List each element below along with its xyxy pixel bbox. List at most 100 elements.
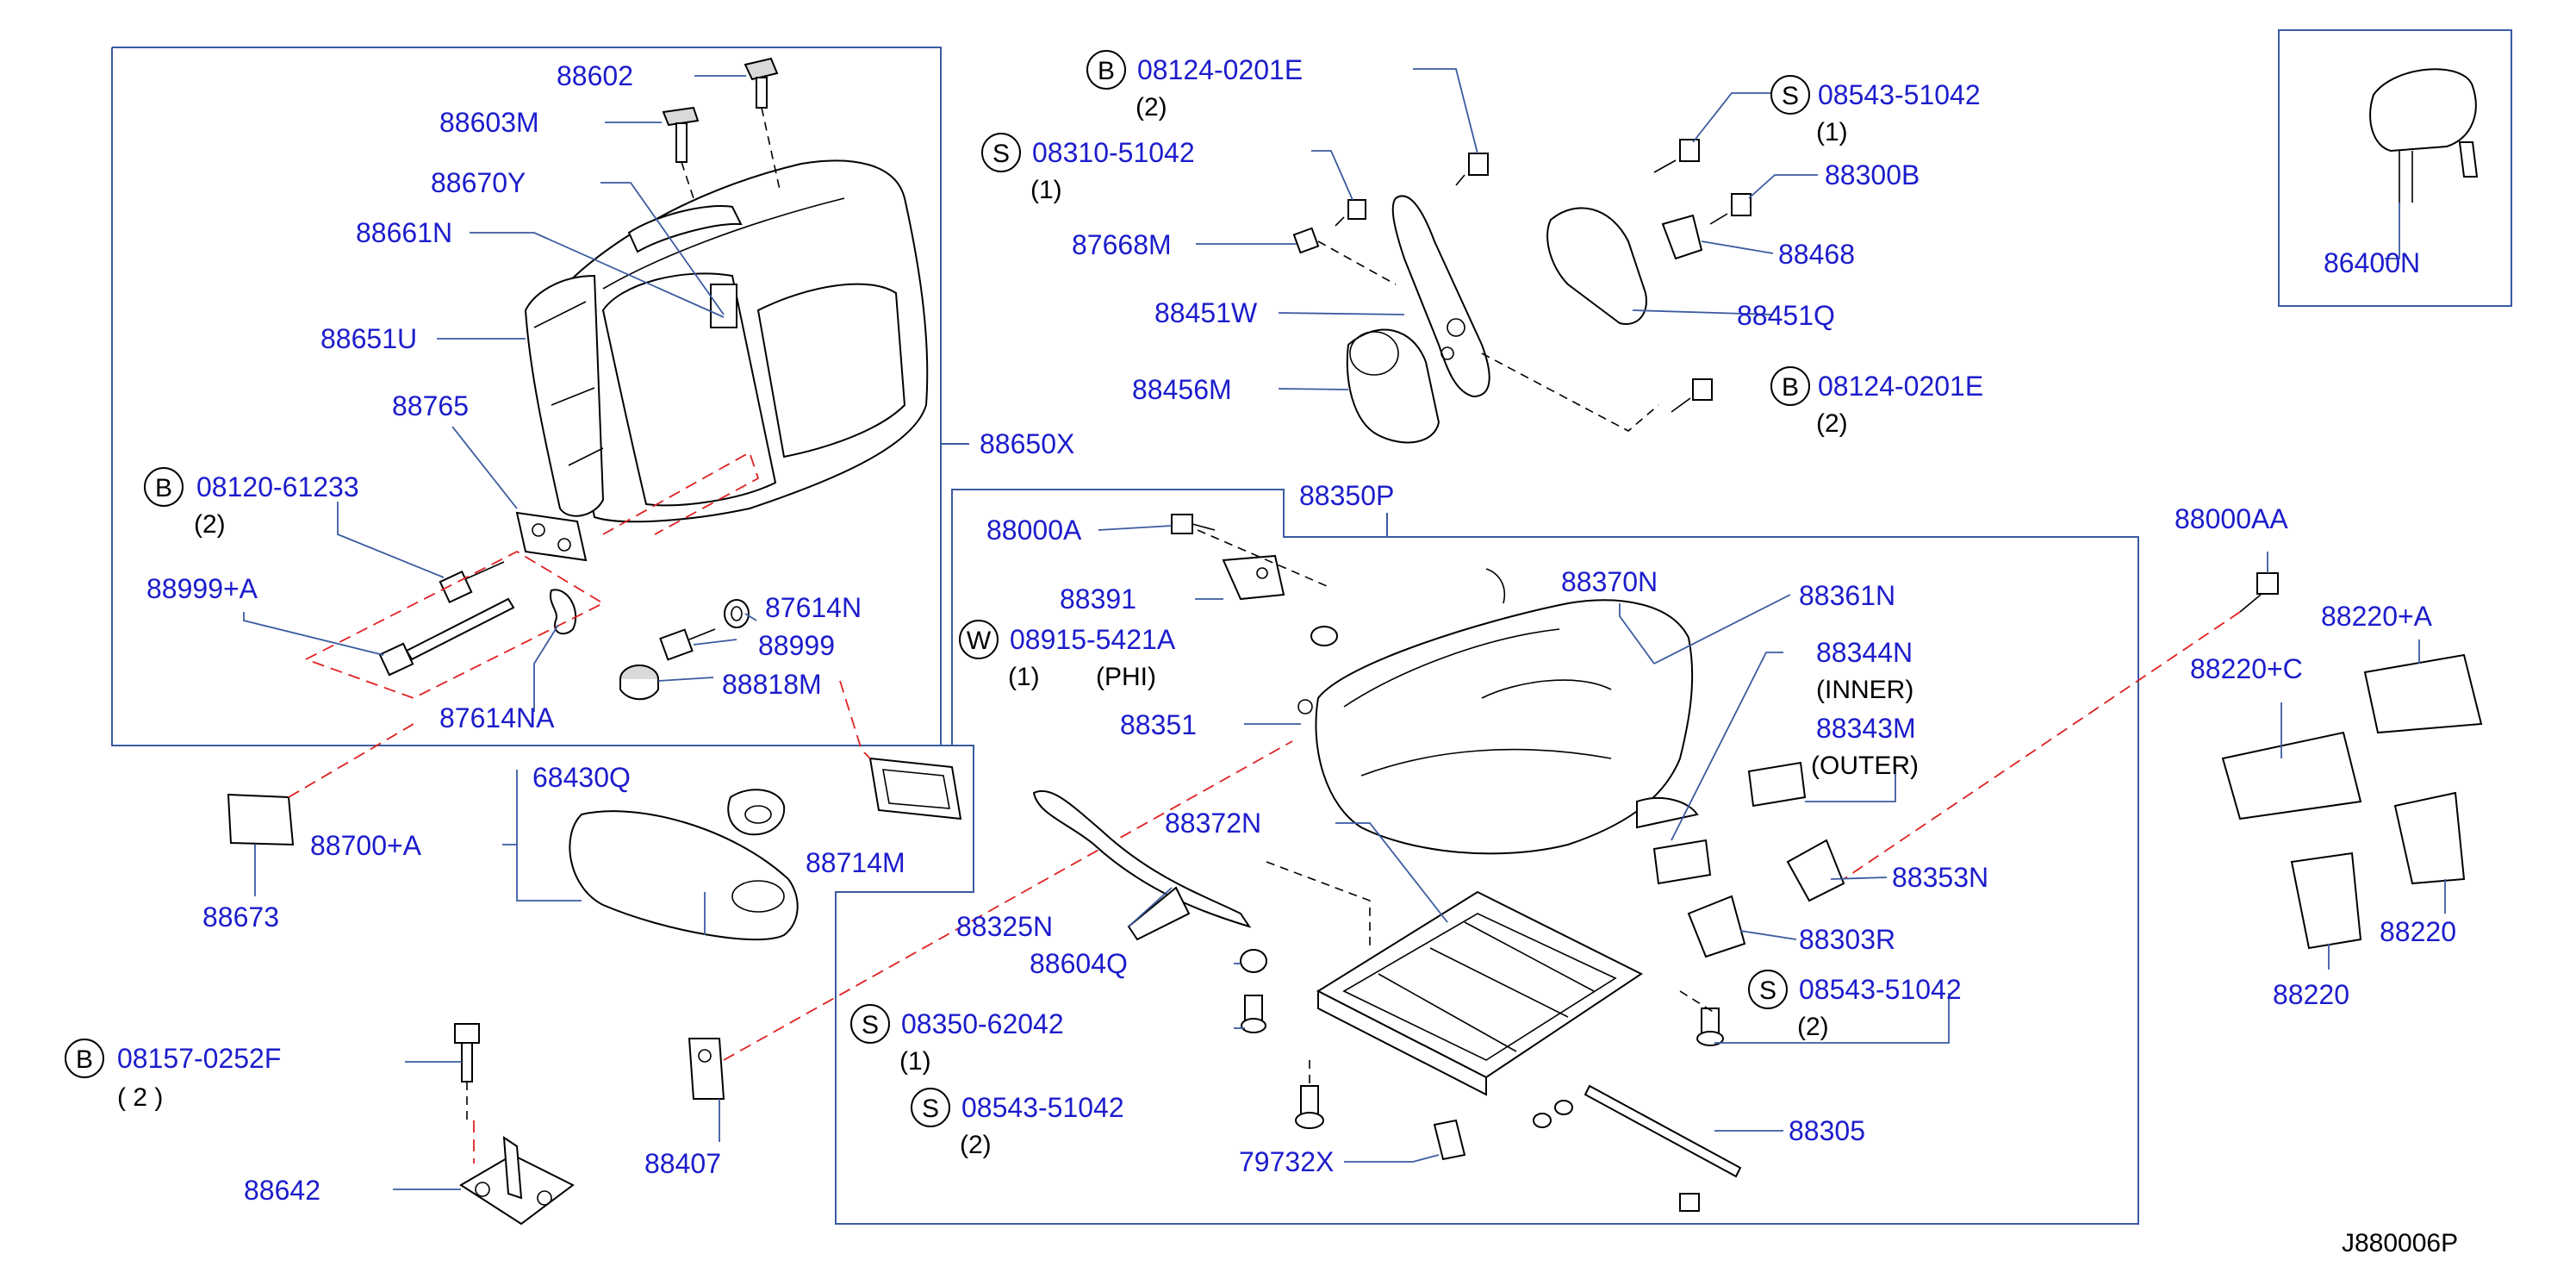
label-68430Q[interactable]: 68430Q (532, 762, 631, 793)
label-88370N[interactable]: 88370N (1561, 566, 1658, 597)
label-88325N[interactable]: 88325N (956, 911, 1053, 942)
label-86400N[interactable]: 86400N (2324, 247, 2420, 278)
block-88344N (1652, 839, 1712, 885)
armrest-68430Q (569, 810, 799, 941)
qty-08915: (1) (1008, 663, 1040, 691)
label-88372N[interactable]: 88372N (1165, 808, 1261, 839)
label-88651U[interactable]: 88651U (320, 323, 417, 354)
label-88999[interactable]: 88999 (758, 630, 835, 661)
screw-symbol: S (862, 1011, 879, 1039)
label-08543-51042-right[interactable]: 08543-51042 (1799, 974, 1962, 1005)
seat-back-frame (111, 47, 2139, 1225)
label-88353N[interactable]: 88353N (1892, 862, 1988, 893)
bolt-symbol: B (1098, 57, 1115, 85)
label-88451W[interactable]: 88451W (1154, 297, 1258, 328)
label-88351[interactable]: 88351 (1120, 709, 1197, 740)
leader-lines (243, 68, 2446, 1190)
label-79732X[interactable]: 79732X (1239, 1146, 1334, 1177)
label-88343M[interactable]: 88343M (1816, 713, 1916, 744)
label-08120-61233[interactable]: 08120-61233 (196, 471, 359, 502)
block-88343M (1747, 761, 1807, 808)
label-88642[interactable]: 88642 (244, 1175, 320, 1206)
rod-88305 (1533, 1084, 1742, 1212)
label-88220-right[interactable]: 88220 (2380, 916, 2456, 947)
label-88303R[interactable]: 88303R (1799, 924, 1895, 955)
bolt-88603M (662, 106, 700, 163)
label-88000A[interactable]: 88000A (986, 515, 1082, 546)
label-88700A[interactable]: 88700+A (310, 830, 422, 861)
label-08124-0201E-bottom[interactable]: 08124-0201E (1818, 371, 1983, 402)
headrest-86400N (2369, 68, 2479, 203)
label-88300B[interactable]: 88300B (1825, 159, 1920, 190)
qty-08157: ( 2 ) (117, 1083, 163, 1112)
bracket-88642 (459, 1136, 575, 1226)
label-08124-0201E-top[interactable]: 08124-0201E (1137, 54, 1303, 85)
recliner-88451W (1391, 195, 1490, 398)
label-88604Q[interactable]: 88604Q (1030, 948, 1128, 979)
bracket-88765 (515, 511, 588, 562)
knob-88456M (1346, 328, 1440, 444)
label-88391[interactable]: 88391 (1060, 583, 1136, 615)
bolt-symbol: B (76, 1045, 93, 1074)
label-88673[interactable]: 88673 (202, 902, 279, 933)
label-88000AA[interactable]: 88000AA (2175, 503, 2288, 534)
label-88350P[interactable]: 88350P (1299, 480, 1394, 511)
label-88305[interactable]: 88305 (1789, 1115, 1865, 1146)
screw-symbol: S (1759, 976, 1776, 1005)
qty-08543-right: (2) (1797, 1013, 1829, 1041)
label-87614N[interactable]: 87614N (765, 592, 862, 623)
nut-88604Q (1240, 949, 1267, 973)
bezel-88714M (868, 757, 962, 820)
label-08350-62042[interactable]: 08350-62042 (901, 1008, 1064, 1039)
label-88220A[interactable]: 88220+A (2321, 601, 2433, 632)
label-88818M[interactable]: 88818M (722, 669, 822, 700)
belt-88325N (1032, 789, 1252, 941)
bracket-88220b (2290, 852, 2362, 950)
bracket-88407 (688, 1038, 725, 1100)
label-88670Y[interactable]: 88670Y (431, 167, 526, 198)
bolt-88999A (378, 597, 515, 677)
label-88361N[interactable]: 88361N (1799, 580, 1895, 611)
label-88451Q[interactable]: 88451Q (1737, 300, 1835, 331)
seat-frame-88372N (1316, 890, 1643, 1096)
label-88220C[interactable]: 88220+C (2190, 653, 2303, 684)
bracket-88220A (2363, 653, 2483, 734)
label-87614NA[interactable]: 87614NA (439, 702, 555, 733)
qty-08350: (1) (899, 1047, 931, 1076)
label-88456M[interactable]: 88456M (1132, 374, 1232, 405)
qty-08543-top: (1) (1816, 118, 1848, 147)
washer-08915 (1310, 626, 1338, 646)
bolt-88300B (1709, 193, 1752, 225)
label-87668M[interactable]: 87668M (1072, 229, 1172, 260)
label-88468[interactable]: 88468 (1778, 239, 1855, 270)
label-88603M[interactable]: 88603M (439, 107, 539, 138)
label-88407[interactable]: 88407 (644, 1148, 721, 1179)
part-labels: 88602 88603M 88670Y 88661N 88651U 88765 … (117, 54, 2458, 1257)
label-88650X[interactable]: 88650X (980, 428, 1074, 459)
label-88765[interactable]: 88765 (392, 390, 469, 421)
label-88714M[interactable]: 88714M (806, 847, 905, 878)
qty-08120: (2) (194, 510, 226, 539)
label-08310-51042[interactable]: 08310-51042 (1032, 137, 1195, 168)
label-88220-left[interactable]: 88220 (2273, 979, 2349, 1010)
qty-08124-bottom: (2) (1816, 409, 1848, 438)
label-88602[interactable]: 88602 (557, 60, 633, 91)
label-88661N[interactable]: 88661N (356, 217, 452, 248)
bolt-08350 (1241, 995, 1266, 1033)
label-08915-5421A[interactable]: 08915-5421A (1010, 624, 1176, 655)
diagram-code: J880006P (2342, 1229, 2458, 1257)
label-88999A[interactable]: 88999+A (146, 573, 258, 604)
bolt-08543c (1696, 1008, 1724, 1046)
bolt-symbol: B (155, 474, 172, 502)
qty-08310: (1) (1030, 176, 1062, 204)
bracket-88391 (1222, 554, 1285, 601)
qty-08124-top: (2) (1136, 93, 1167, 122)
label-08543-51042-top[interactable]: 08543-51042 (1818, 79, 1981, 110)
label-08157-0252F[interactable]: 08157-0252F (117, 1043, 281, 1074)
headrest-frame (2278, 29, 2512, 307)
label-88344N[interactable]: 88344N (1816, 637, 1913, 668)
bolt-88602 (744, 57, 779, 109)
screw-symbol: S (992, 140, 1010, 168)
qty-08543-mid: (2) (960, 1131, 992, 1159)
label-08543-51042-mid[interactable]: 08543-51042 (961, 1092, 1124, 1123)
